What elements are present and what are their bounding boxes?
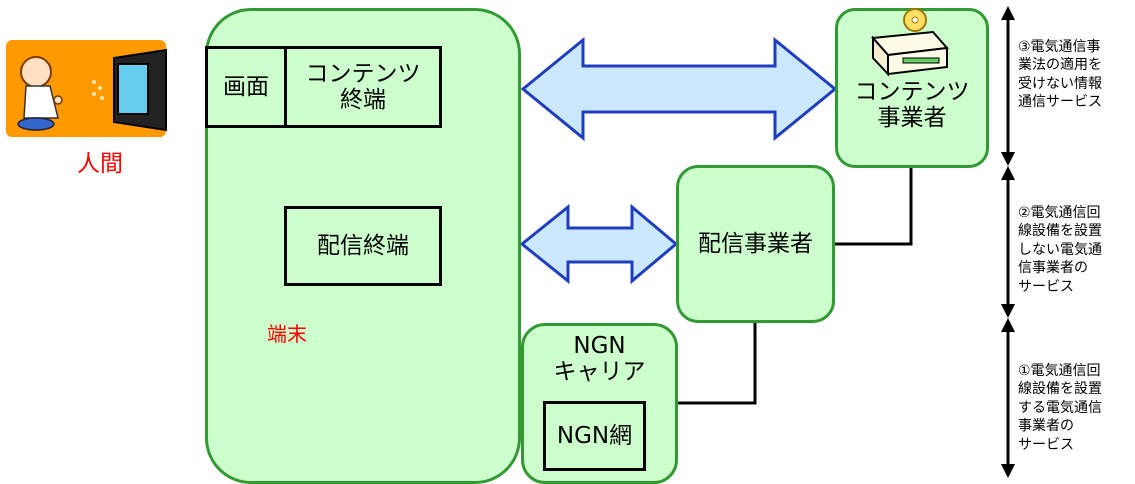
ngn-network-box: NGN網 [543,401,646,471]
scope-note-3: ③電気通信事 業法の適用を 受けない情報 通信サービス [1018,39,1102,111]
connector-ngn-to-delivery-provider [646,322,757,405]
delivery-provider-box: 配信事業者 [676,165,835,323]
delivery-provider-label: 配信事業者 [698,230,813,257]
scope-note-1: ①電気通信回 線設備を設置 する電気通信 事業者の サービス [1018,363,1102,453]
terminal-label: 端末 [267,322,307,346]
human-label: 人間 [77,151,123,177]
ngn-carrier-label: NGN キャリア [553,332,646,385]
scope-arrow-1 [1001,318,1015,478]
tv-icon [113,48,167,132]
delivery-terminal-box: 配信終端 [284,206,442,286]
content-provider-label: コンテンツ 事業者 [854,78,970,131]
scope-note-2: ②電気通信回 線設備を設置 しない電気通 信事業者の サービス [1018,205,1102,295]
content-terminal-box: コンテンツ 終端 [284,46,442,128]
scope-arrow-3 [1001,6,1015,166]
human-illustration [6,40,167,137]
scope-arrow-2 [1001,166,1015,318]
connector-delivery-provider-to-content-provider [835,168,913,246]
